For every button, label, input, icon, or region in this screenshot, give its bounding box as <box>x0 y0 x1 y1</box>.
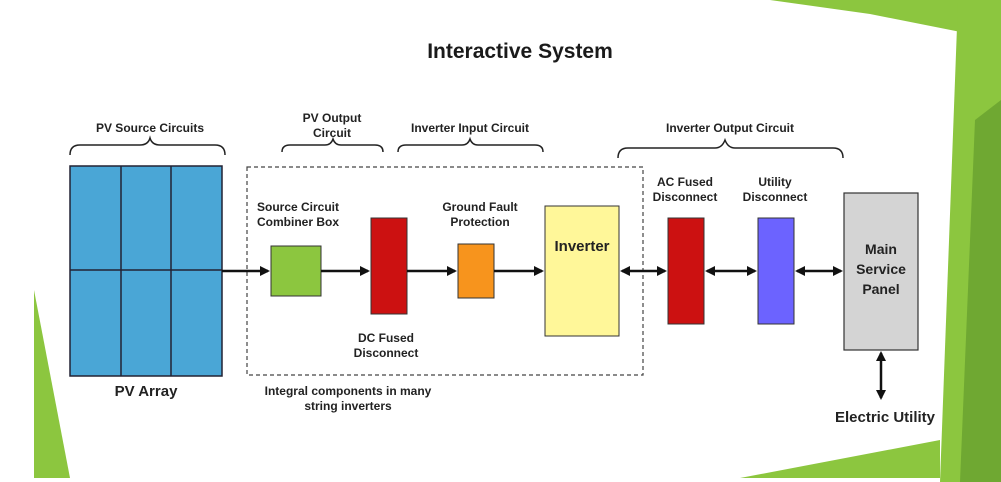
label-gfp-line2: Protection <box>450 215 510 229</box>
pv-array <box>69 165 223 377</box>
label-note-line2: string inverters <box>304 399 392 413</box>
label-panel-line3: Panel <box>862 281 900 297</box>
label-ac-line2: Disconnect <box>652 190 718 204</box>
brace-pv-output <box>281 136 384 153</box>
combiner-box <box>270 245 322 297</box>
deco-triangle-left <box>34 290 70 478</box>
label-panel-line2: Service <box>856 261 906 277</box>
label-pv-output-line1: PV Output <box>302 111 362 125</box>
label-main-service-panel: Main Service Panel <box>844 239 918 299</box>
label-ac-line1: AC Fused <box>656 175 713 189</box>
deco-triangle-top-right <box>770 0 1001 40</box>
ac-fused-disconnect <box>667 217 705 325</box>
ground-fault-protection <box>457 243 495 299</box>
deco-triangle-right-dark <box>960 100 1001 482</box>
label-dc-line1: DC Fused <box>357 331 414 345</box>
label-inverter: Inverter <box>554 238 610 255</box>
label-combiner-line2: Combiner Box <box>256 215 339 229</box>
label-dc-line2: Disconnect <box>353 346 419 360</box>
main-service-panel-block <box>843 192 919 351</box>
label-dc-fused-disconnect: DC Fused Disconnect <box>336 331 436 361</box>
label-pv-array: PV Array <box>114 383 178 400</box>
label-utility-disconnect: Utility Disconnect <box>730 175 820 205</box>
utility-disconnect-block <box>757 217 795 325</box>
label-combiner-box: Source Circuit Combiner Box <box>245 200 351 230</box>
label-utility-line1: Utility <box>758 175 792 189</box>
brace-pv-source <box>69 135 226 156</box>
label-ground-fault-protection: Ground Fault Protection <box>425 200 535 230</box>
label-pv-source-circuits: PV Source Circuits <box>95 121 205 135</box>
label-pv-output-line2: Circuit <box>312 126 351 140</box>
label-utility-line2: Disconnect <box>742 190 808 204</box>
deco-triangle-bottom-right <box>740 440 940 478</box>
inverter-block <box>544 205 620 337</box>
brace-inverter-output <box>617 137 844 159</box>
label-inverter-output-circuit: Inverter Output Circuit <box>665 121 794 135</box>
label-inverter-input-circuit: Inverter Input Circuit <box>410 121 529 135</box>
label-integral-note: Integral components in many string inver… <box>248 384 448 414</box>
label-combiner-line1: Source Circuit <box>256 200 340 214</box>
label-pv-output-circuit: PV Output Circuit <box>282 111 382 141</box>
label-ac-fused-disconnect: AC Fused Disconnect <box>640 175 730 205</box>
dc-fused-disconnect <box>370 217 408 315</box>
label-electric-utility: Electric Utility <box>834 409 936 426</box>
label-gfp-line1: Ground Fault <box>442 200 518 214</box>
label-note-line1: Integral components in many <box>264 384 432 398</box>
diagram-title: Interactive System <box>427 40 613 63</box>
label-panel-line1: Main <box>865 241 897 257</box>
brace-inverter-input <box>397 136 544 153</box>
